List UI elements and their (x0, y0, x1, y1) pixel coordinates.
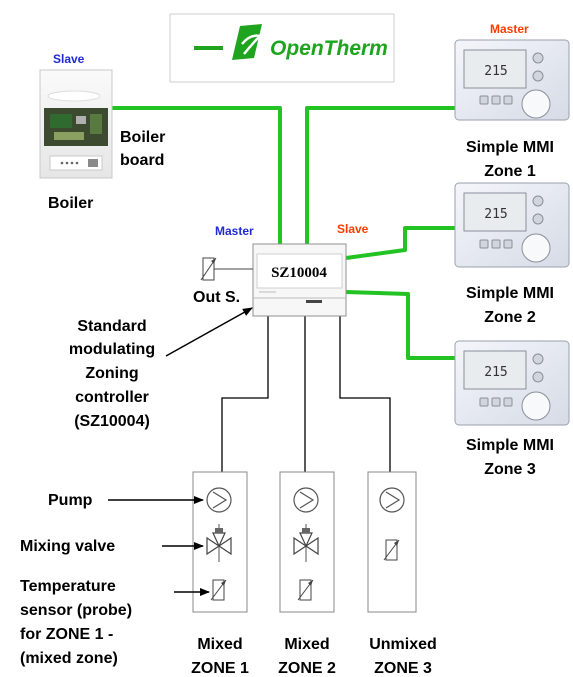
legend-sensor-line2: sensor (probe) (20, 602, 132, 619)
zone3-pump-icon (379, 487, 405, 513)
opentherm-logo-text: OpenTherm (270, 37, 388, 60)
controller-slave-label: Slave (337, 222, 369, 236)
zone-wiring (221, 316, 391, 472)
opentherm-mark-icon (232, 24, 263, 60)
master-thermostat-link (305, 106, 455, 244)
zone2-label-line1: Mixed (284, 636, 329, 653)
zone3-temperature-sensor-icon (383, 539, 400, 561)
zone2-temperature-sensor-icon (297, 579, 314, 601)
thermostat3-line2: Zone 3 (484, 461, 536, 478)
boiler-name: Boiler (48, 195, 93, 212)
boiler-board-label-line2: board (120, 152, 164, 169)
zone1-label-line2: ZONE 1 (191, 660, 249, 677)
zone3-label-line2: ZONE 3 (374, 660, 432, 677)
zone3-box (367, 471, 417, 613)
legend-valve-label: Mixing valve (20, 538, 115, 555)
zone2-box (279, 471, 335, 613)
thermostat2-line1: Simple MMI (466, 285, 554, 302)
legend-sensor-line4: (mixed zone) (20, 650, 118, 667)
zone3-label-line1: Unmixed (369, 636, 437, 653)
controller-desc-line5: (SZ10004) (74, 413, 150, 430)
component-legend: Pump Mixing valve Temperature sensor (pr… (20, 492, 210, 667)
boiler-board-label-line1: Boiler (120, 129, 165, 146)
outside-sensor: Out S. (193, 257, 253, 306)
zone1-box (192, 471, 248, 613)
thermostat-zone3: 215 Simple MMI Zone 3 (454, 340, 570, 478)
zone2-label-line2: ZONE 2 (278, 660, 336, 677)
zone2-mixing-valve-icon (293, 524, 319, 562)
legend-sensor-line1: Temperature (20, 578, 116, 595)
thermostat1-line1: Simple MMI (466, 139, 554, 156)
zone2-pump-icon (293, 487, 319, 513)
thermostat3-line1: Simple MMI (466, 437, 554, 454)
controller-master-label: Master (215, 224, 254, 238)
controller-desc-line1: Standard (77, 318, 146, 335)
thermostat-zone1: Master 215 Simple MMI Zone 1 (454, 22, 570, 180)
boiler: Slave Boiler Boiler board (39, 52, 165, 212)
zone1-pump-icon (206, 487, 232, 513)
opentherm-logo: OpenTherm (169, 13, 395, 83)
opentherm-connections (106, 106, 455, 360)
zone1-temperature-sensor-icon (210, 579, 227, 601)
zone1-label-line1: Mixed (197, 636, 242, 653)
boiler-link (106, 106, 282, 244)
thermostat2-display: 215 (484, 207, 507, 222)
thermostat1-line2: Zone 1 (484, 163, 536, 180)
thermostat2-line2: Zone 2 (484, 309, 536, 326)
controller-desc-line2: modulating (69, 341, 155, 358)
zoning-controller: Master Slave SZ10004 (215, 222, 369, 317)
controller-pointer-arrow (165, 307, 253, 357)
boiler-role-label: Slave (53, 52, 85, 66)
thermostat1-display: 215 (484, 64, 507, 79)
zone3-thermostat-link (345, 290, 455, 360)
controller-description: Standard modulating Zoning controller (S… (69, 307, 253, 430)
legend-pump-label: Pump (48, 492, 93, 509)
thermostat3-display: 215 (484, 365, 507, 380)
outside-sensor-label: Out S. (193, 289, 240, 306)
legend-sensor-line3: for ZONE 1 - (20, 626, 113, 643)
zone1-mixing-valve-icon (206, 524, 232, 562)
controller-desc-line4: controller (75, 389, 149, 406)
controller-desc-line3: Zoning (85, 365, 138, 382)
controller-model-label: SZ10004 (271, 265, 327, 281)
zone2-thermostat-link (345, 226, 455, 260)
thermostat-zone2: 215 Simple MMI Zone 2 (454, 182, 570, 326)
thermostat-master-label: Master (490, 22, 529, 36)
zone-labels: Mixed ZONE 1 Mixed ZONE 2 Unmixed ZONE 3 (191, 636, 437, 677)
